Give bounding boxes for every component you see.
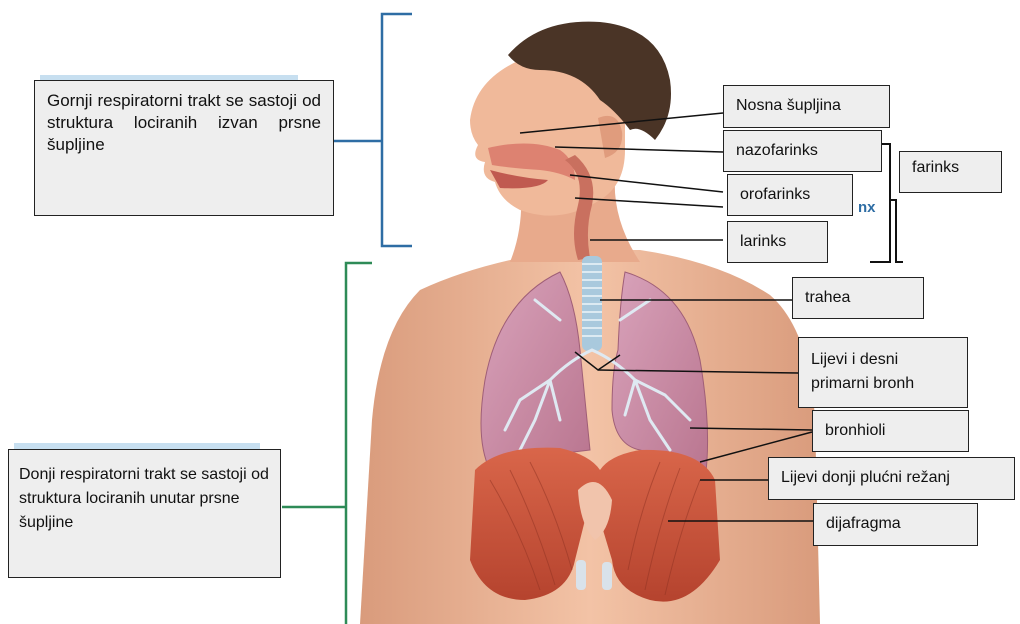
label-diaphragm: dijafragma xyxy=(813,503,978,546)
label-left-lower-lobe: Lijevi donji plućni režanj xyxy=(768,457,1015,500)
label-trachea: trahea xyxy=(792,277,924,319)
vessel-stub xyxy=(602,562,612,590)
label-nasal-cavity: Nosna šupljina xyxy=(723,85,890,128)
label-nasopharynx: nazofarinks xyxy=(723,130,882,172)
label-primary-bronchi: Lijevi i desni primarni bronh xyxy=(798,337,968,408)
vessel-stub xyxy=(576,560,586,590)
lower-respiratory-bracket xyxy=(282,263,372,624)
label-bronchioles: bronhioli xyxy=(812,410,969,452)
lower-respiratory-description: Donji respiratorni trakt se sastoji od s… xyxy=(8,449,281,578)
upper-respiratory-description: Gornji respiratorni trakt se sastoji od … xyxy=(34,80,334,216)
upper-respiratory-bracket xyxy=(334,14,412,246)
pharynx-partial-text: nx xyxy=(858,199,876,216)
label-oropharynx: orofarinks xyxy=(727,174,853,216)
label-pharynx: farinks xyxy=(899,151,1002,193)
trachea xyxy=(582,256,602,351)
label-larynx: larinks xyxy=(727,221,828,263)
